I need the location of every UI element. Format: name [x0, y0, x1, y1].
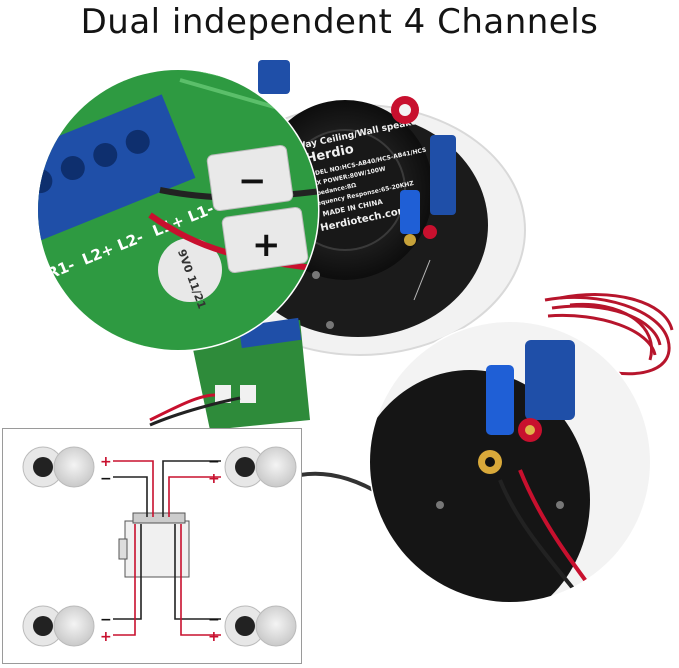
pol-top-right-plus: + — [208, 471, 220, 487]
pol-top-left-plus: + — [100, 454, 112, 470]
polarity-tag-plus: + — [221, 206, 309, 274]
mount-clip-right — [430, 135, 456, 215]
wires-top-right — [162, 460, 221, 517]
red-wire — [148, 212, 318, 273]
wiring-diagram-card: + − − + − + − + — [2, 428, 302, 664]
svg-text:−: − — [238, 161, 267, 201]
polarity-tag-minus: − — [206, 144, 294, 212]
crossover-capacitor — [400, 190, 420, 234]
mount-clip-top — [258, 60, 290, 94]
pol-top-right-minus: − — [208, 454, 220, 470]
closeup-mount-clip — [525, 340, 575, 420]
wires-bottom-right — [174, 524, 221, 636]
svg-text:+: + — [252, 225, 281, 265]
speaker-bottom-left — [22, 605, 95, 647]
pol-bottom-right-plus: + — [208, 629, 220, 645]
speaker-bottom-right — [224, 605, 297, 647]
board-chip — [158, 238, 222, 302]
terminal-red — [423, 225, 437, 239]
terminal-gold — [404, 234, 416, 246]
wires-bottom-left — [113, 524, 142, 636]
speaker-terminal-closeup-lens — [368, 320, 652, 604]
wiring-diagram: + − − + − + − + — [22, 446, 297, 647]
headline: Dual independent 4 Channels — [80, 2, 599, 42]
speaker-top-right — [224, 446, 297, 488]
diagram-amplifier — [118, 512, 190, 578]
terminal-closeup-lens: R1- L2+ L2- L1+ L1- 9V0 11/21 − + — [36, 68, 320, 352]
pol-bottom-left-plus: + — [100, 629, 112, 645]
pol-bottom-left-minus: − — [100, 612, 112, 628]
closeup-capacitor — [486, 365, 514, 435]
speaker-cable-coil — [544, 293, 674, 376]
pol-top-left-minus: − — [100, 471, 112, 487]
pol-bottom-right-minus: − — [208, 612, 220, 628]
wires-top-left — [113, 460, 154, 517]
speaker-top-left — [22, 446, 95, 488]
